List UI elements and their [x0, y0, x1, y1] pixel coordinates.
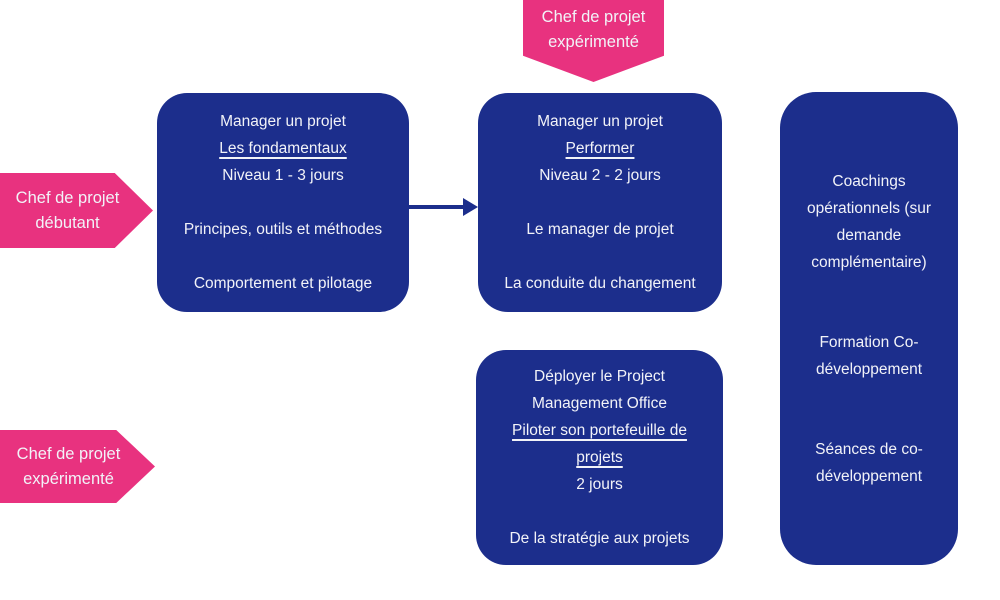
- complementary-item: Formation Co-développement: [816, 333, 922, 378]
- course-box-complementary: Coachings opérationnels (sur demande com…: [780, 92, 958, 565]
- course-title: Déployer le Project Management Office: [532, 368, 667, 412]
- arrow-chef-de-projet-experimente: Chef de projet expérimenté: [0, 430, 155, 503]
- course-topic: Principes, outils et méthodes: [183, 221, 383, 238]
- course-topic: Comportement et pilotage: [193, 275, 373, 292]
- connector-line: [407, 205, 465, 209]
- course-box-fundamentals: Manager un projet Les fondamentaux Nivea…: [157, 93, 409, 312]
- course-header: Manager un projet Performer Niveau 2 - 2…: [537, 108, 663, 189]
- connector-fundamentals-to-performer: [407, 196, 478, 218]
- arrow-label-line1: Chef de projet: [16, 444, 121, 463]
- course-title: Manager un projet: [537, 113, 663, 130]
- course-subtitle: Piloter son portefeuille de projets: [512, 422, 687, 466]
- course-header: Manager un projet Les fondamentaux Nivea…: [219, 108, 347, 189]
- complementary-item: Séances de co-développement: [815, 440, 923, 485]
- course-header: Déployer le Project Management Office Pi…: [496, 363, 703, 498]
- course-topic: La conduite du changement: [504, 275, 696, 292]
- banner-chef-de-projet-experimente-top: Chef de projet expérimenté: [523, 0, 664, 82]
- banner-label-line2: expérimenté: [548, 33, 639, 51]
- course-title: Manager un projet: [220, 113, 346, 130]
- course-level: Niveau 2 - 2 jours: [539, 167, 661, 184]
- arrow-head-icon: [463, 198, 478, 216]
- course-level: Niveau 1 - 3 jours: [222, 167, 344, 184]
- course-topic: Le manager de projet: [526, 221, 674, 238]
- course-box-pmo: Déployer le Project Management Office Pi…: [476, 350, 723, 565]
- arrow-label-line2: débutant: [35, 213, 100, 232]
- arrow-label-line1: Chef de projet: [15, 188, 120, 207]
- arrow-chef-de-projet-debutant: Chef de projet débutant: [0, 173, 153, 248]
- arrow-label-line2: expérimenté: [23, 469, 114, 488]
- course-level: 2 jours: [576, 476, 623, 493]
- course-topic: De la stratégie aux projets: [509, 530, 690, 547]
- banner-label-line1: Chef de projet: [541, 8, 646, 26]
- course-subtitle: Les fondamentaux: [219, 140, 347, 157]
- course-subtitle: Performer: [565, 140, 635, 157]
- course-box-performer: Manager un projet Performer Niveau 2 - 2…: [478, 93, 722, 312]
- complementary-item: Coachings opérationnels (sur demande com…: [806, 172, 932, 271]
